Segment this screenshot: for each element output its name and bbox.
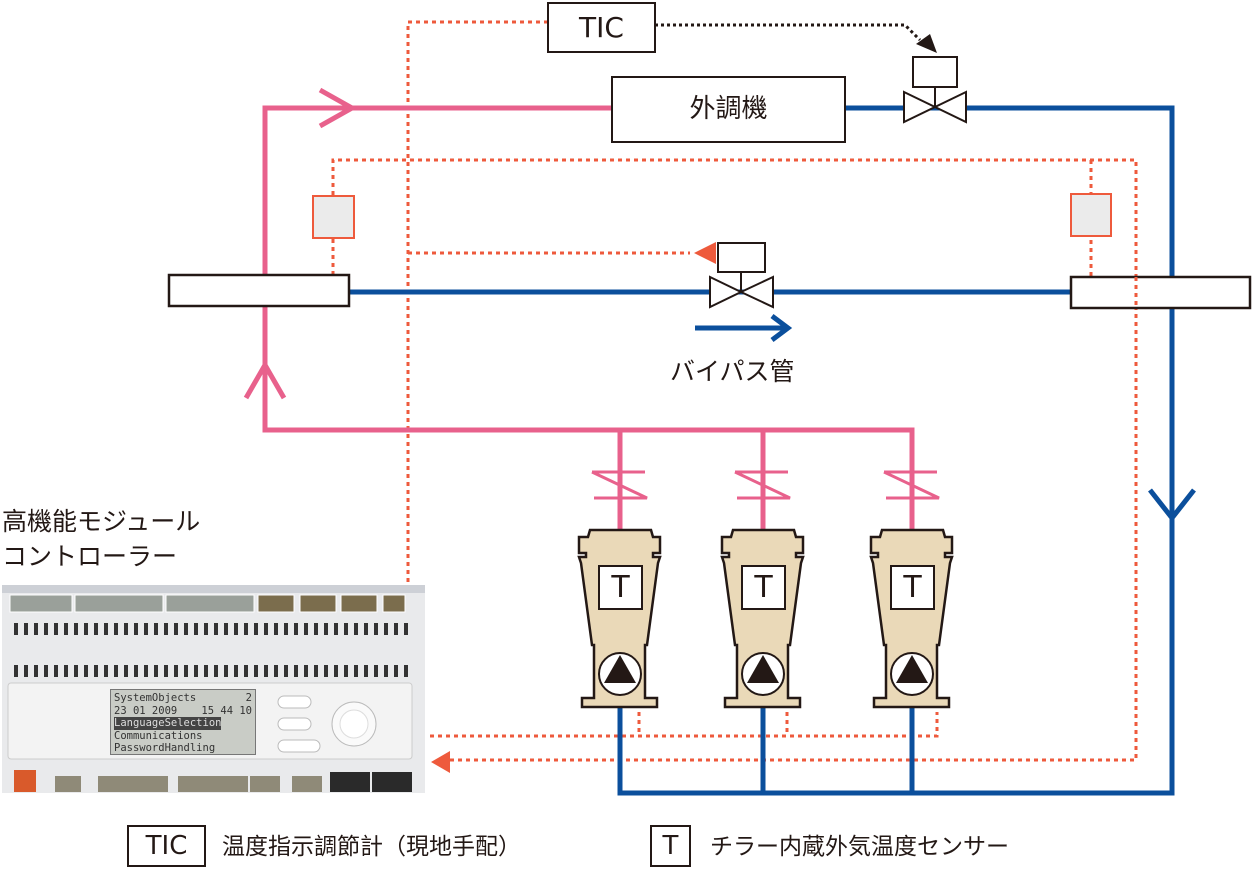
ahu-control-valve bbox=[903, 56, 967, 124]
signal-arrow-bypass-valve bbox=[694, 242, 716, 264]
legend-tic-symbol: TIC bbox=[145, 831, 188, 861]
chiller-unit bbox=[869, 528, 954, 709]
lcd-menu-item: PasswordHandling bbox=[114, 742, 216, 754]
lcd-menu-item: LanguageSelection bbox=[114, 717, 222, 730]
tic-control-line bbox=[655, 23, 922, 42]
chiller-sensor-label: T bbox=[611, 570, 630, 605]
pump-triangle-icon bbox=[604, 655, 636, 683]
chiller-sensor-label: T bbox=[754, 570, 773, 605]
chiller-temp-sensor-box bbox=[890, 565, 935, 610]
supply-header-temp-sensor bbox=[312, 195, 355, 239]
signal-arrow-controller bbox=[431, 751, 450, 773]
signal-lines bbox=[331, 20, 1138, 762]
flexible-joints bbox=[591, 470, 940, 500]
tic-box bbox=[547, 2, 656, 53]
chiller-unit bbox=[577, 528, 662, 709]
controller-esc-button bbox=[277, 739, 321, 753]
tic-control-arrow bbox=[916, 34, 937, 53]
legend-t-text: チラー内蔵外気温度センサー bbox=[710, 834, 1009, 860]
supply-pipe bbox=[243, 87, 915, 530]
ahu-box bbox=[611, 76, 846, 143]
ahu-label: 外調機 bbox=[689, 94, 768, 124]
legend-t-symbol: T bbox=[662, 831, 679, 861]
controller-title-line1: 高機能モジュール bbox=[2, 507, 201, 536]
return-header-temp-sensor bbox=[1070, 193, 1112, 237]
controller-title-line2: コントローラー bbox=[2, 542, 178, 571]
bypass-flow-arrowhead bbox=[770, 314, 793, 342]
legend-t-box bbox=[650, 825, 691, 867]
controller-info-button bbox=[277, 695, 312, 709]
pump-triangle-icon bbox=[747, 655, 779, 683]
legend-tic-text: 温度指示調節計（現地手配） bbox=[222, 834, 521, 860]
controller-alarm-button bbox=[277, 717, 312, 731]
header-sensor-loop-line bbox=[331, 158, 1138, 762]
bypass-label: バイパス管 bbox=[670, 357, 795, 386]
tic-signal-line bbox=[406, 20, 548, 586]
chillers bbox=[577, 528, 954, 709]
chiller-temp-sensor-box bbox=[598, 565, 643, 610]
flow-arrow-down bbox=[1148, 488, 1196, 523]
chiller-signal-line bbox=[430, 712, 939, 738]
lcd-alarm-count: 2 bbox=[245, 692, 252, 704]
pump-triangle-icon bbox=[896, 655, 928, 683]
flow-arrow-right bbox=[318, 87, 358, 129]
lcd-date: 23 01 2009 bbox=[114, 704, 178, 717]
tic-label: TIC bbox=[579, 11, 624, 44]
chiller-temp-sensor-box bbox=[741, 565, 786, 610]
supply-header bbox=[167, 273, 351, 308]
lcd-menu-item: Communications bbox=[114, 729, 203, 742]
legend-tic-box bbox=[127, 825, 206, 867]
chiller-unit bbox=[720, 528, 805, 709]
lcd-header: SystemObjects bbox=[114, 692, 197, 704]
bypass-control-valve bbox=[709, 242, 774, 309]
return-header bbox=[1069, 275, 1252, 310]
flow-arrow-up bbox=[243, 359, 287, 400]
chiller-sensor-label: T bbox=[903, 570, 922, 605]
controller-lcd: SystemObjects 2 23 01 2009 15 44 10 Langua… bbox=[110, 689, 256, 755]
lcd-time: 15 44 10 bbox=[201, 704, 252, 717]
